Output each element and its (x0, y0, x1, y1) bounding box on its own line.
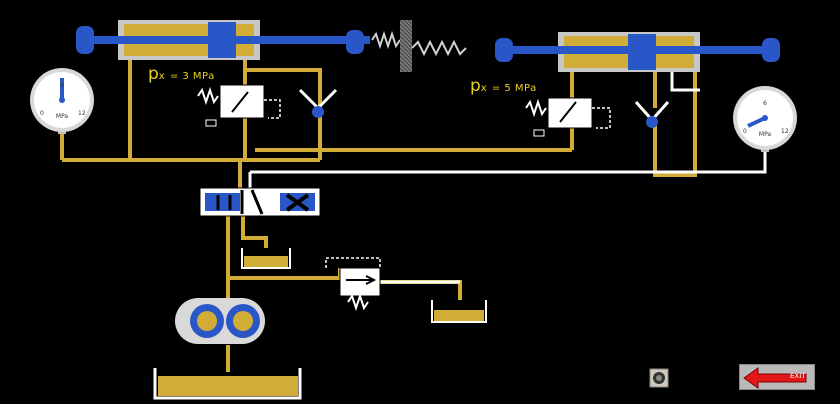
exit-button[interactable]: EXIT (739, 364, 815, 390)
load-spring (371, 20, 467, 72)
right-sequence-valve (525, 97, 611, 137)
right-gauge-mid: 6 (763, 100, 767, 107)
left-pressure-label: px = 3 MPa (148, 64, 215, 84)
left-pressure-gauge (30, 68, 94, 134)
exit-button-label: EXIT (790, 372, 806, 380)
left-pressure-value: = 3 MPa (169, 71, 215, 82)
right-check-line (653, 65, 697, 177)
left-gauge-mid: 6 (60, 82, 64, 89)
return-lines (248, 62, 767, 284)
right-pressure-subscript: x (480, 83, 487, 94)
left-cylinder (76, 20, 370, 60)
right-pressure-value: = 5 MPa (491, 83, 537, 94)
right-pressure-gauge (733, 86, 797, 152)
valve-tank-line (241, 215, 268, 248)
valve-return-tank (241, 248, 291, 269)
left-pressure-symbol: p (148, 64, 159, 84)
camera-button[interactable] (649, 368, 669, 388)
relief-valve (325, 257, 381, 312)
return-line-main (250, 148, 767, 174)
right-cylinder (495, 32, 780, 72)
left-gauge-unit: MPa (56, 113, 69, 120)
left-check-valve (298, 88, 338, 118)
right-gauge-high: 12 (781, 128, 789, 135)
red-left-arrow-icon (743, 367, 807, 389)
directional-control-valve (199, 187, 321, 217)
right-gauge-low: 0 (743, 128, 747, 135)
left-pressure-subscript: x (158, 71, 165, 82)
right-check-valve (634, 101, 670, 128)
left-sequence-valve (197, 84, 281, 127)
right-pressure-symbol: p (470, 76, 481, 96)
right-gauge-unit: MPa (759, 131, 772, 138)
right-pressure-label: px = 5 MPa (470, 76, 537, 96)
relief-drain-tank (431, 300, 487, 323)
gear-pump (175, 298, 265, 344)
left-gauge-high: 12 (78, 110, 86, 117)
left-gauge-low: 0 (40, 110, 44, 117)
main-reservoir (153, 368, 302, 400)
camera-icon (649, 368, 669, 388)
